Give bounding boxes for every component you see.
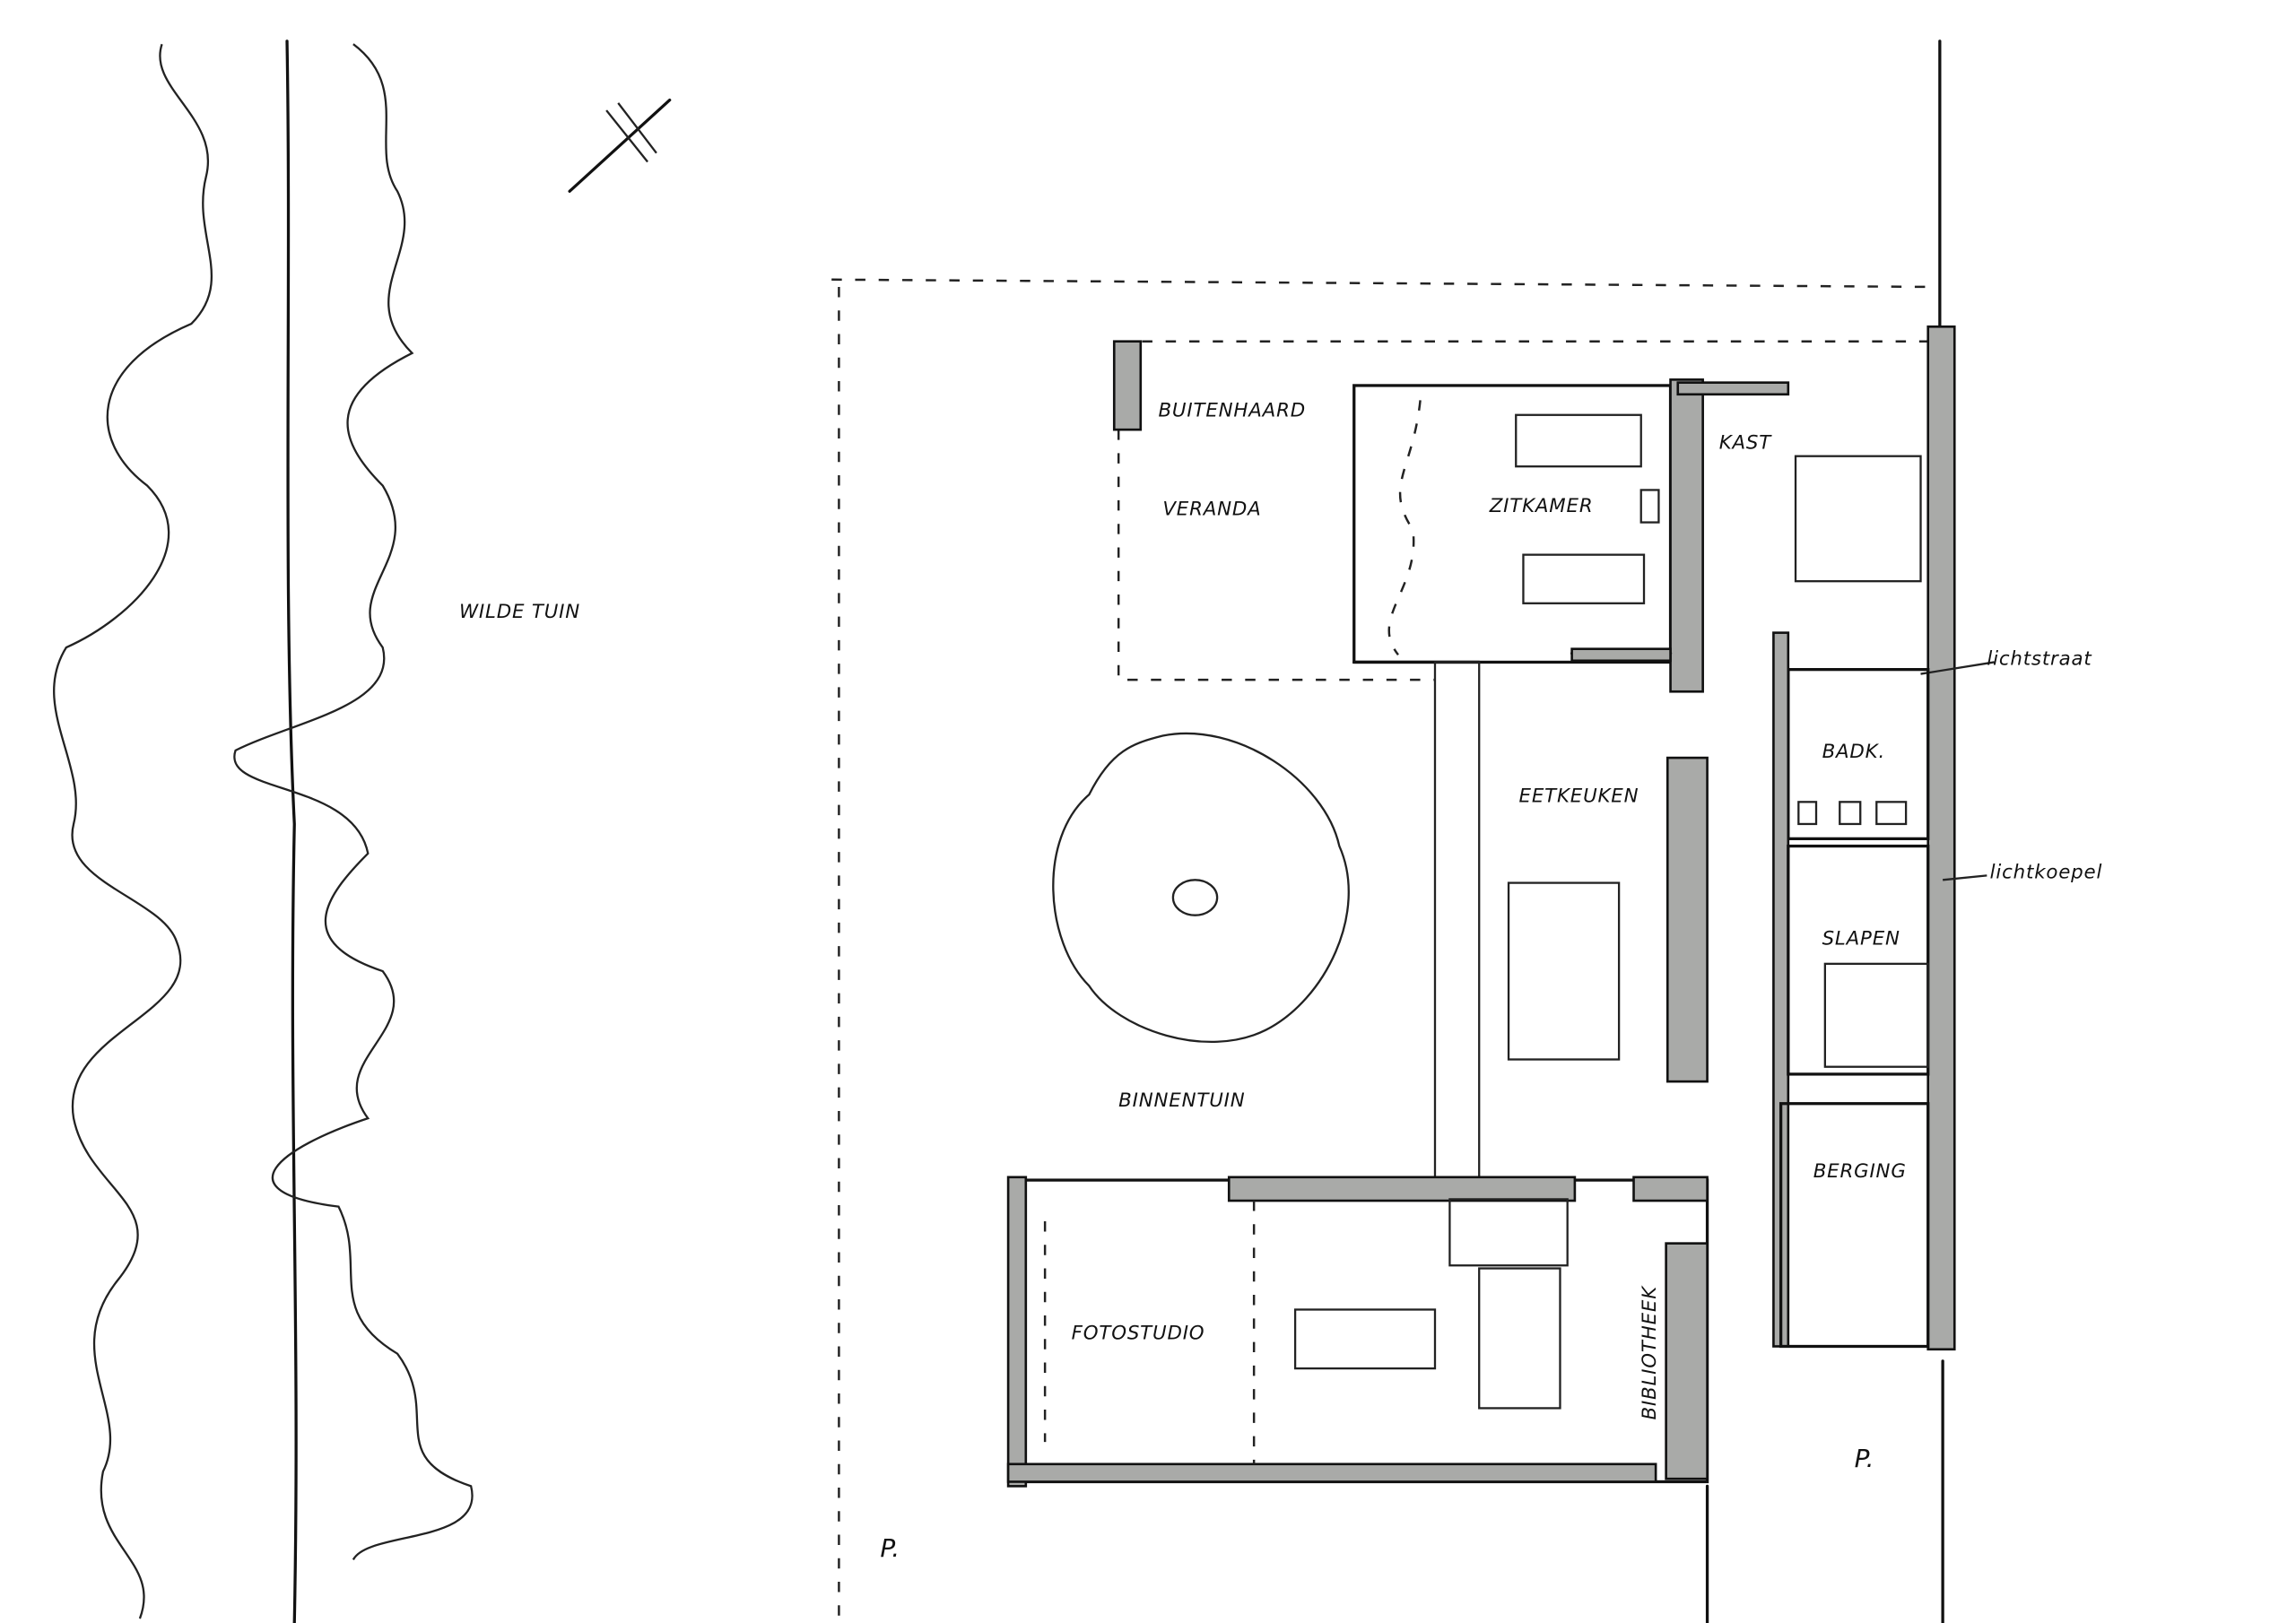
sofa [1522,553,1646,604]
bath-fixture [1797,801,1818,826]
wall [1570,647,1672,663]
berging-room [1779,1102,1930,1349]
sofa [1515,413,1642,468]
label-binnentuin: BINNENTUIN [1118,1089,1245,1112]
label-slapen: SLAPEN [1822,928,1900,950]
north-arrow-icon [568,98,672,193]
bed [1794,455,1922,583]
leader-line [1943,874,1987,881]
label-parking-bottom: P. [880,1533,900,1563]
bath-fixture [1875,801,1908,826]
interior-divider [1043,1201,1256,1464]
wild-garden-outline-right [233,43,474,1561]
tree-line [285,39,298,1623]
stove [1639,489,1660,524]
label-badk: BADK. [1822,741,1886,763]
zitkamer-room [1352,384,1673,664]
wall [1006,1462,1657,1483]
kitchen-island [1665,756,1709,1083]
leader-line [1920,661,1995,675]
label-lichtstraat: lichtstraat [1987,648,2092,671]
wall [1006,1176,1028,1488]
label-berging: BERGING [1813,1160,1907,1183]
label-eetkeuken: EETKEUKEN [1519,785,1639,807]
wall [1665,1242,1709,1480]
stair [1448,1198,1569,1267]
slapen-room [1787,844,1930,1076]
work-table [1293,1308,1437,1370]
label-lichtkoepel: lichtkoepel [1990,862,2103,884]
buitenhaard-wall [1112,340,1143,431]
label-fotostudio: FOTOSTUDIO [1072,1322,1205,1344]
glass-facade [1433,661,1481,1178]
wall [1632,1176,1709,1202]
label-zitkamer: ZITKAMER [1489,495,1594,517]
property-line [831,278,1935,1619]
bath-fixture [1839,801,1862,826]
label-kast: KAST [1719,431,1773,454]
wall [1227,1176,1577,1202]
bed [1823,962,1929,1068]
wild-garden-outline-left [53,43,213,1619]
wall [1676,381,1790,396]
dining-table [1507,881,1621,1061]
wc [1478,1267,1561,1410]
boundary-line [1705,39,1944,1623]
tree-trunk [1171,879,1219,916]
east-wall [1926,325,1956,1351]
label-wilde-tuin: WILDE TUIN [459,601,580,623]
tree-canopy [1052,732,1350,1043]
kast-wall [1669,378,1704,693]
label-bibliotheek: BIBLIOTHEEK [1639,1285,1661,1420]
veranda-outline [1117,340,1928,681]
label-parking-right: P. [1855,1444,1874,1473]
label-veranda: VERANDA [1162,498,1261,520]
door-swing [1387,400,1422,656]
label-buitenhaard: BUITENHAARD [1158,399,1305,421]
